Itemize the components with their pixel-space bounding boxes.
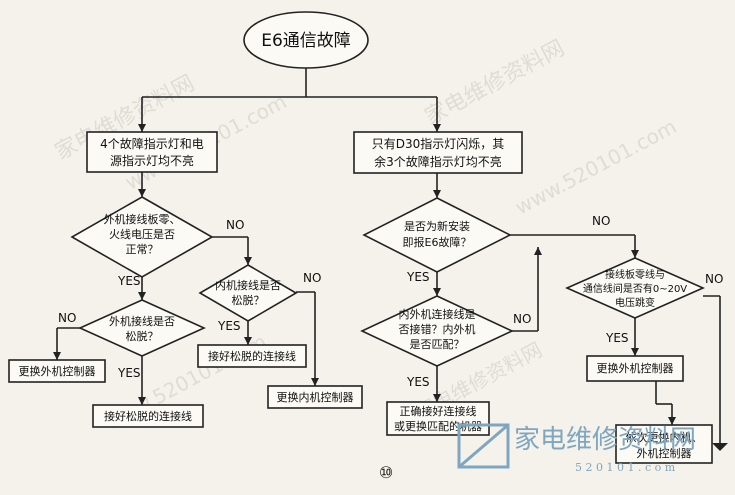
svg-text:4个故障指示灯和电: 4个故障指示灯和电: [100, 136, 204, 151]
result-replace-indoor: 更换内机控制器: [267, 385, 363, 409]
svg-text:松脱？: 松脱？: [126, 329, 159, 343]
right-decision-voltage-jump: 接线板零线与 通信线间是否有0~20V 电压跳变: [565, 257, 705, 319]
svg-text:源指示灯均不亮: 源指示灯均不亮: [110, 153, 194, 168]
logo-text: 家电维修资料网: [514, 425, 696, 455]
left-decision-indoor-loose: 内机接线是否 松脱？: [198, 264, 298, 322]
svg-text:火线电压是否: 火线电压是否: [109, 227, 175, 241]
svg-text:电压跳变: 电压跳变: [615, 296, 655, 309]
svg-text:www.520101.com: www.520101.com: [511, 114, 680, 219]
svg-text:外机接线是否: 外机接线是否: [109, 314, 175, 328]
result-connect-loose-left: 接好松脱的连接线: [92, 404, 204, 428]
svg-text:更换内机控制器: 更换内机控制器: [277, 390, 354, 404]
left-decision-voltage: 外机接线板零、 火线电压是否 正常？: [70, 196, 214, 278]
svg-text:接好松脱的连接线: 接好松脱的连接线: [104, 409, 192, 423]
svg-text:接好松脱的连接线: 接好松脱的连接线: [208, 349, 296, 363]
svg-text:即报E6故障？: 即报E6故障？: [403, 235, 472, 249]
result-replace-outdoor-left: 更换外机控制器: [8, 359, 106, 383]
start-node: E6通信故障: [243, 11, 369, 69]
left-condition-box: 4个故障指示灯和电 源指示灯均不亮: [86, 131, 218, 173]
svg-text:是否匹配？: 是否匹配？: [410, 338, 465, 351]
svg-text:家电维修资料网: 家电维修资料网: [421, 36, 569, 130]
right-condition-box: 只有D30指示灯闪烁，其 余3个故障指示灯均不亮: [353, 131, 523, 174]
label-no: NO: [592, 214, 610, 228]
label-no: NO: [513, 312, 531, 326]
svg-text:更换外机控制器: 更换外机控制器: [19, 364, 96, 378]
svg-text:更换外机控制器: 更换外机控制器: [597, 361, 674, 375]
svg-text:外机控制器: 外机控制器: [637, 446, 692, 460]
svg-text:外机接线板零、: 外机接线板零、: [104, 212, 181, 226]
svg-text:内机接线是否: 内机接线是否: [215, 278, 281, 292]
label-no: NO: [226, 218, 244, 232]
result-correct-wiring: 正确接好连接线 或更换匹配的机器: [386, 401, 490, 436]
label-no: NO: [303, 271, 321, 285]
label-yes: YES: [117, 274, 141, 288]
arrowheads: [53, 124, 728, 451]
svg-text:正确接好连接线: 正确接好连接线: [400, 404, 477, 418]
result-connect-loose-mid: 接好松脱的连接线: [197, 344, 307, 368]
svg-text:松脱？: 松脱？: [232, 293, 265, 307]
result-replace-outdoor-right: 更换外机控制器: [586, 355, 684, 382]
svg-text:余3个故障指示灯均不亮: 余3个故障指示灯均不亮: [374, 154, 502, 169]
svg-text:只有D30指示灯闪烁，其: 只有D30指示灯闪烁，其: [372, 136, 505, 151]
logo-url: 5 2 0 1 0 1 . c o m: [575, 461, 676, 474]
svg-text:否接错？内外机: 否接错？内外机: [399, 322, 476, 336]
svg-text:通信线间是否有0~20V: 通信线间是否有0~20V: [583, 282, 687, 295]
site-logo: 家电维修资料网 5 2 0 1 0 1 . c o m: [457, 423, 696, 474]
left-decision-outdoor-loose: 外机接线是否 松脱？: [78, 299, 206, 357]
svg-text:内外机连接线是: 内外机连接线是: [399, 307, 476, 321]
right-decision-wiring-match: 内外机连接线是 否接错？内外机 是否匹配？: [360, 295, 514, 367]
label-yes: YES: [605, 331, 629, 345]
svg-text:正常？: 正常？: [126, 243, 159, 256]
label-no: NO: [58, 311, 76, 325]
title-text: E6通信故障: [261, 31, 351, 51]
label-no: NO: [705, 272, 723, 286]
label-yes: YES: [406, 375, 430, 389]
figure-number: ⑩: [379, 463, 393, 482]
svg-text:依次更换内机、: 依次更换内机、: [626, 430, 703, 444]
svg-text:是否为新安装: 是否为新安装: [404, 219, 470, 233]
label-yes: YES: [117, 366, 141, 380]
svg-text:接线板零线与: 接线板零线与: [605, 268, 665, 281]
right-decision-new-install: 是否为新安装 即报E6故障？: [362, 197, 512, 273]
label-yes: YES: [217, 319, 241, 333]
label-yes: YES: [406, 270, 430, 284]
result-replace-both: 依次更换内机、 外机控制器: [615, 424, 713, 464]
